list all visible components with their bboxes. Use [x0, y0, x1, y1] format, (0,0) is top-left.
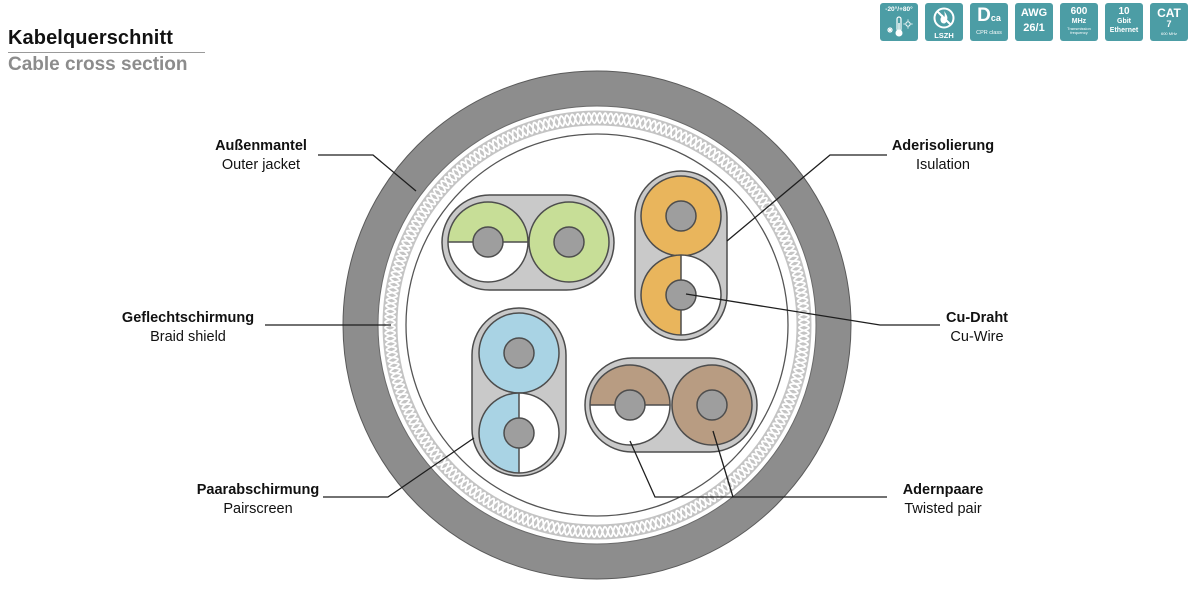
awg-value: 26/1 — [1023, 22, 1045, 34]
cpr-class-badge: Dca CPR class — [970, 3, 1008, 41]
temperature-range-badge: -20°/+80° — [880, 3, 918, 41]
inner-core-boundary — [405, 133, 789, 517]
copper-wire — [503, 337, 535, 369]
insulation-white-half — [519, 393, 559, 473]
label-twisted-pair-en: Twisted pair — [904, 501, 982, 517]
insulation-outline — [478, 392, 560, 474]
label-outer-jacket-de: Außenmantel — [215, 138, 307, 154]
cpr-class-sub: ca — [990, 13, 1001, 23]
cpr-class-letter: D — [977, 5, 991, 26]
ethernet-unit: Gbit — [1117, 18, 1131, 25]
leader-twisted-pair — [629, 440, 887, 498]
page-subtitle: Cable cross section — [8, 54, 188, 75]
temperature-range-text: -20°/+80° — [885, 6, 913, 13]
insulation-outline — [640, 254, 722, 336]
frequency-badge: 600 MHz Transmission frequency — [1060, 3, 1098, 41]
leader-twisted-pair-branch — [712, 430, 734, 498]
insulation-orange-half — [641, 255, 681, 335]
copper-wire — [614, 389, 646, 421]
label-insulation-de: Aderisolierung — [892, 138, 994, 154]
copper-wire — [665, 200, 697, 232]
thermometer-icon — [895, 15, 903, 36]
leader-pair-screen — [323, 437, 475, 498]
leader-outer-jacket — [318, 154, 417, 192]
no-flame-icon — [933, 7, 955, 29]
cpr-class-label: CPR class — [976, 30, 1002, 36]
label-pair-screen-de: Paarabschirmung — [197, 482, 320, 498]
sun-icon — [903, 19, 913, 28]
insulation-outline — [589, 364, 671, 446]
insulation-blue-half — [479, 393, 519, 473]
category-frequency: 600 MHz — [1160, 31, 1177, 36]
insulation-white-half — [590, 405, 670, 445]
label-cu-wire-en: Cu-Wire — [950, 329, 1003, 345]
copper-wire — [696, 389, 728, 421]
category-value: 7 — [1166, 19, 1172, 29]
cpr-class-value: Dca — [970, 6, 1008, 28]
label-twisted-pair-de: Adernpaare — [903, 482, 984, 498]
frequency-caption: Transmission frequency — [1067, 26, 1091, 36]
copper-wire — [472, 226, 504, 258]
category-label: CAT — [1157, 6, 1181, 20]
label-braid-shield-de: Geflechtschirmung — [122, 310, 254, 326]
ethernet-speed: 10 — [1118, 6, 1130, 17]
pair-blue — [471, 307, 567, 477]
lszh-badge: LSZH — [925, 3, 963, 41]
lszh-label: LSZH — [934, 31, 954, 40]
frequency-value: 600 — [1070, 6, 1088, 17]
pair-brown — [584, 357, 758, 453]
pair-green — [441, 194, 615, 291]
awg-label: AWG — [1020, 7, 1048, 19]
page-title: Kabelquerschnitt — [8, 27, 173, 49]
ethernet-badge: 10 Gbit Ethernet — [1105, 3, 1143, 41]
awg-badge: AWG 26/1 — [1015, 3, 1053, 41]
snowflake-icon — [887, 26, 893, 33]
category-badge: CAT 7 600 MHz — [1150, 3, 1188, 41]
label-pair-screen-en: Pairscreen — [223, 501, 292, 517]
insulation-green-half — [448, 202, 528, 242]
pair-orange — [634, 170, 728, 341]
label-braid-shield-en: Braid shield — [150, 329, 226, 345]
leader-insulation — [726, 154, 887, 242]
title-divider — [8, 52, 205, 53]
temperature-icons — [887, 15, 913, 36]
insulation-outline — [447, 201, 529, 283]
copper-wire — [553, 226, 585, 258]
ethernet-label: Ethernet — [1109, 27, 1139, 34]
label-outer-jacket-en: Outer jacket — [222, 157, 300, 173]
frequency-unit: MHz — [1071, 18, 1087, 25]
label-cu-wire-de: Cu-Draht — [946, 310, 1008, 326]
insulation-white-half — [448, 242, 528, 282]
copper-wire — [503, 417, 535, 449]
label-insulation-en: Isulation — [916, 157, 970, 173]
insulation-brown-half — [590, 365, 670, 405]
insulation-white-half — [681, 255, 721, 335]
leader-cu-wire — [685, 293, 940, 326]
